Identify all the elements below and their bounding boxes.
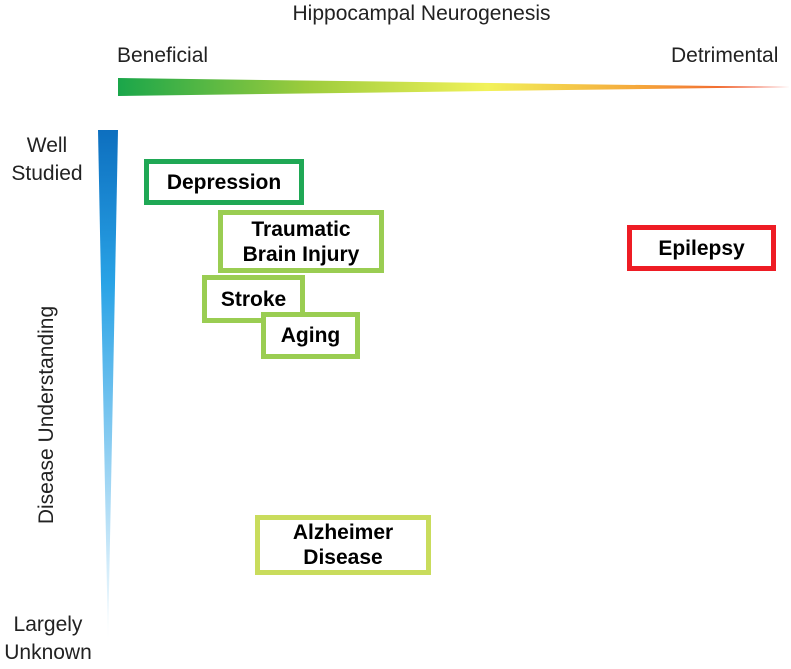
beneficial-label: Beneficial [117,44,209,67]
largely-unknown-label: Largely Unknown [0,611,96,667]
diagram-title: Hippocampal Neurogenesis [292,2,551,25]
detrimental-label: Detrimental [671,44,779,67]
alzheimer-disease-label-line2: Disease [303,546,383,569]
neurogenesis-gradient-bar [118,78,790,96]
aging-box: Aging [261,312,360,359]
traumatic-brain-injury-label-line1: Traumatic [251,217,351,241]
epilepsy-label: Epilepsy [658,236,745,260]
alzheimer-disease-label-line1: Alzheimer [292,521,394,544]
understanding-gradient-bar [98,130,118,642]
alzheimer-disease-box: Alzheimer Disease [255,515,431,575]
traumatic-brain-injury-label-line2: Brain Injury [242,242,360,266]
disease-understanding-label: Disease Understanding [35,305,58,525]
stroke-box: Stroke [202,275,305,323]
epilepsy-box: Epilepsy [627,225,776,271]
largely-unknown-line2: Unknown [4,641,92,664]
largely-unknown-line1: Largely [13,613,83,636]
well-studied-line1: Well [26,134,68,157]
stroke-label: Stroke [220,287,287,311]
traumatic-brain-injury-box: Traumatic Brain Injury [218,210,384,273]
depression-label: Depression [166,170,282,194]
aging-label: Aging [280,324,341,347]
well-studied-line2: Studied [11,162,83,185]
well-studied-label: Well Studied [0,132,94,188]
depression-box: Depression [144,159,304,205]
